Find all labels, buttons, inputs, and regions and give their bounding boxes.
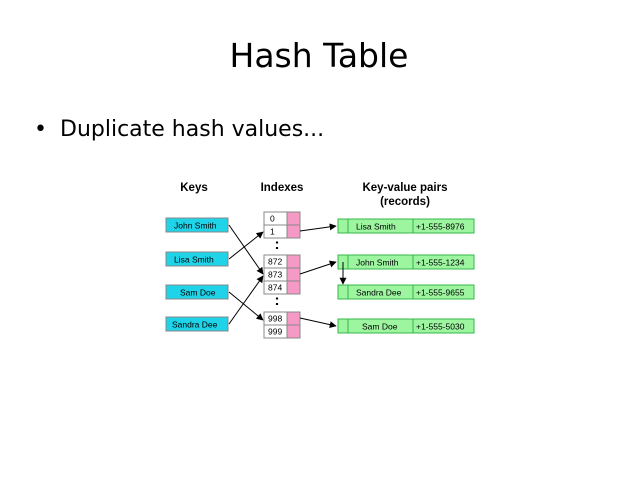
index-bucket: 998: [263, 311, 301, 326]
index-bucket: 874: [263, 280, 301, 295]
key-to-index-arrow: [228, 224, 264, 275]
record-phone: +1-555-9655: [416, 288, 465, 298]
ellipsis-separator: :: [275, 236, 280, 253]
pairs-header-line1: Key-value pairs: [362, 182, 447, 194]
index-to-record-arrow: [299, 317, 337, 329]
record-box: Sandra Dee +1-555-9655: [337, 284, 475, 300]
bullet-marker: •: [34, 117, 47, 142]
key-to-index-arrow: [228, 291, 264, 321]
index-label: 872: [268, 257, 282, 267]
indexes-header: Indexes: [261, 182, 304, 194]
record-phone: +1-555-5030: [416, 322, 465, 332]
key-to-index-arrow: [228, 231, 264, 260]
key-label: John Smith: [174, 221, 217, 231]
keys-header: Keys: [180, 182, 208, 194]
index-bucket: 873: [263, 267, 301, 282]
key-box: Sandra Dee: [165, 316, 229, 332]
index-bucket: 872: [263, 254, 301, 269]
record-name: John Smith: [356, 258, 399, 268]
bullet-text: Duplicate hash values...: [60, 117, 325, 142]
key-box: Lisa Smith: [165, 251, 229, 267]
key-to-index-arrow: [228, 275, 264, 325]
index-bucket: 999: [263, 324, 301, 339]
record-box: John Smith +1-555-1234: [337, 254, 475, 270]
key-label: Sam Doe: [180, 288, 216, 298]
bullet-item: • Duplicate hash values...: [34, 114, 324, 146]
record-phone: +1-555-1234: [416, 258, 465, 268]
index-to-record-arrow: [299, 260, 337, 275]
key-label: Lisa Smith: [174, 255, 214, 265]
pairs-header-line2: (records): [380, 196, 430, 208]
record-name: Sam Doe: [362, 322, 398, 332]
record-phone: +1-555-8976: [416, 222, 465, 232]
key-box: John Smith: [165, 217, 229, 233]
key-box: Sam Doe: [165, 284, 229, 300]
record-box: Sam Doe +1-555-5030: [337, 318, 475, 334]
index-label: 874: [268, 283, 282, 293]
record-box: Lisa Smith +1-555-8976: [337, 218, 475, 234]
record-name: Lisa Smith: [356, 222, 396, 232]
index-label: 873: [268, 270, 282, 280]
index-bucket: 1: [263, 224, 301, 239]
slide-title: Hash Table: [229, 36, 409, 75]
index-label: 999: [268, 327, 282, 337]
record-name: Sandra Dee: [356, 288, 402, 298]
key-label: Sandra Dee: [172, 320, 218, 330]
index-to-record-arrow: [299, 223, 337, 232]
index-label: 998: [268, 314, 282, 324]
index-label: 0: [270, 214, 275, 224]
index-label: 1: [270, 227, 275, 237]
index-bucket: 0: [263, 211, 301, 226]
ellipsis-separator: :: [275, 292, 280, 309]
